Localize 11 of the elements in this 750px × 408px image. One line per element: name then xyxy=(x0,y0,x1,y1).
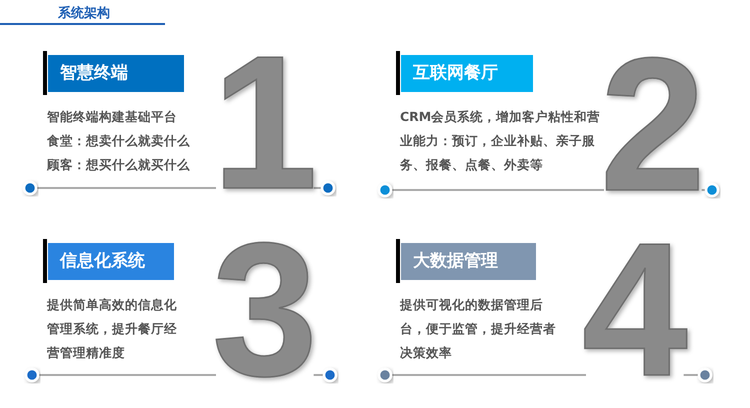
heading-box: 智慧终端 xyxy=(48,55,184,92)
description-text: 提供简单高效的信息化管理系统，提升餐厅经营管理精准度 xyxy=(47,296,178,362)
description-text: 顾客：想买什么就买什么 xyxy=(47,156,191,174)
heading-box: 信息化系统 xyxy=(48,243,174,280)
description-text: 智能终端构建基础平台 xyxy=(47,108,178,126)
description-text: 食堂：想卖什么就卖什么 xyxy=(47,132,191,150)
description-text: CRM会员系统，增加客户粘性和营业能力：预订，企业补贴、亲子服务、报餐、点餐、外卖等 xyxy=(400,108,602,174)
heading-box: 大数据管理 xyxy=(401,243,536,280)
heading-box: 互联网餐厅 xyxy=(401,55,533,92)
section-title: 系统架构 xyxy=(58,4,110,22)
description-text: 提供可视化的数据管理后台，便于监管，提升经营者决策效率 xyxy=(400,296,557,362)
